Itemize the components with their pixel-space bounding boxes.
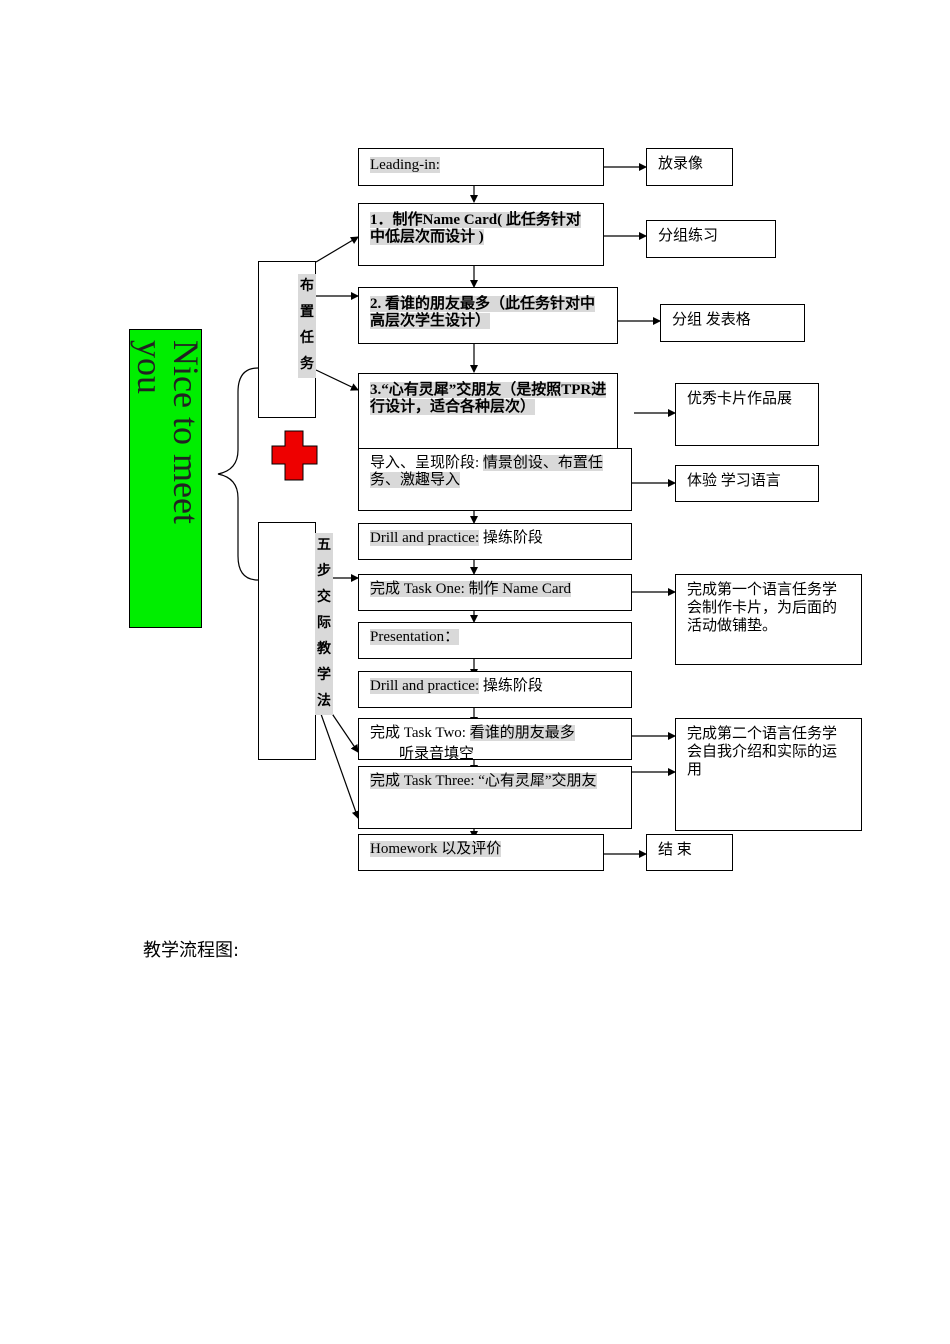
flow-text-task3-0: 3.“心有灵犀”交朋友（是按照TPR进行设计，适合各种层次）: [370, 382, 607, 415]
flow-intro: 导入、呈现阶段: 情景创设、布置任务、激趣导入: [358, 448, 632, 511]
flow-text-task1-0: 1．制作Name Card( 此任务针对中低层次而设计 ): [370, 212, 581, 245]
flow-presentation: Presentation：: [358, 622, 632, 659]
outcome-first-task: 完成第一个语言任务学会制作卡片，为后面的活动做铺垫。: [675, 574, 862, 665]
outcome-group-form: 分组 发表格: [660, 304, 805, 342]
flow-task-one: 完成 Task One: 制作 Name Card: [358, 574, 632, 611]
outcome-video: 放录像: [646, 148, 733, 186]
outcome-second-task: 完成第二个语言任务学会自我介绍和实际的运用: [675, 718, 862, 831]
outcome-showcase: 优秀卡片作品展: [675, 383, 819, 446]
flow-text-task2-0: 2. 看谁的朋友最多（此任务针对中高层次学生设计）: [370, 296, 596, 329]
group-bar-method: [258, 522, 316, 760]
flow-leading-in: Leading-in:: [358, 148, 604, 186]
flow-text-homework-0: Homework: [370, 841, 442, 857]
flow-text-tasktwo-0: 完成 Task Two:: [370, 725, 470, 741]
title-line-1: Nice to meet: [166, 340, 202, 524]
flow-text-drill2-1: 操练阶段: [479, 678, 543, 694]
flow-text-present-0: Presentation：: [370, 629, 460, 645]
flow-task-two: 完成 Task Two: 看谁的朋友最多: [358, 718, 632, 760]
flow-task-3: 3.“心有灵犀”交朋友（是按照TPR进行设计，适合各种层次）: [358, 373, 618, 449]
flow-text-drill2-0: Drill and practice:: [370, 678, 480, 694]
flow-text-taskthree-1: “心有灵犀”交朋友: [478, 773, 597, 789]
flow-text-tasktwo-1: 看谁的朋友最多: [469, 725, 575, 741]
flow-text-drill1-1: 操练阶段: [479, 530, 543, 546]
flow-text-taskone-1: 制作 Name Card: [468, 581, 572, 597]
title-text: Nice to meet you: [130, 330, 202, 627]
flow-task-1: 1．制作Name Card( 此任务针对中低层次而设计 ): [358, 203, 604, 266]
flow-drill-1: Drill and practice: 操练阶段: [358, 523, 632, 560]
flow-text-homework-1: 以及评价: [441, 841, 502, 857]
outcome-end: 结 束: [646, 834, 733, 871]
group-label-method: 五步交际教学法: [315, 533, 333, 715]
flow-text-intro-0: 导入、呈现阶段:: [370, 455, 483, 471]
title-line-2: you: [130, 340, 170, 394]
red-cross-icon: [271, 430, 318, 481]
flow-task-three: 完成 Task Three: “心有灵犀”交朋友: [358, 766, 632, 829]
flow-text-leading-0: Leading-in:: [370, 157, 440, 173]
group-label-tasks: 布置任务: [298, 274, 316, 378]
flow-drill-2: Drill and practice: 操练阶段: [358, 671, 632, 708]
title-box: Nice to meet you: [129, 329, 202, 628]
outcome-experience: 体验 学习语言: [675, 465, 819, 502]
flow-homework: Homework 以及评价: [358, 834, 604, 871]
outcome-group-practice: 分组练习: [646, 220, 776, 258]
flow-text-taskthree-0: 完成 Task Three:: [370, 773, 479, 789]
flow-text-taskone-0: 完成 Task One:: [370, 581, 469, 597]
flow-text-drill1-0: Drill and practice:: [370, 530, 480, 546]
overlay-note: 听录音填空: [399, 746, 475, 762]
flow-task-2: 2. 看谁的朋友最多（此任务针对中高层次学生设计）: [358, 287, 618, 344]
page-caption: 教学流程图:: [143, 940, 240, 961]
